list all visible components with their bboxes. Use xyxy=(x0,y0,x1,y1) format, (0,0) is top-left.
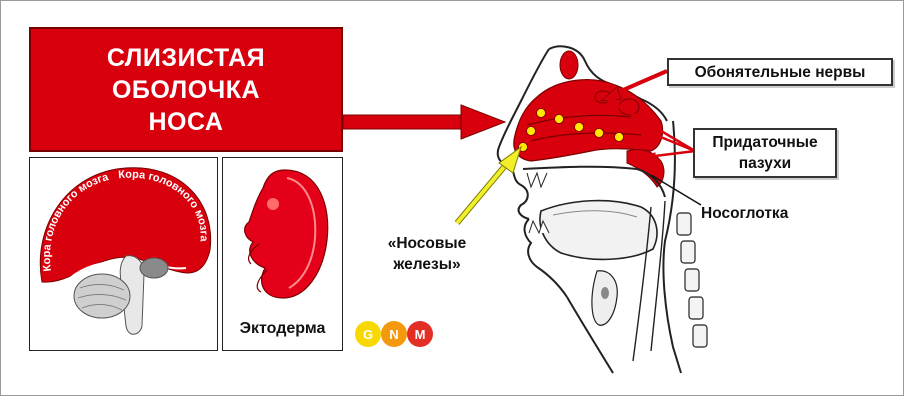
nasal-glands-label-line1: «Носовые xyxy=(371,233,483,254)
logo-letter-n: N xyxy=(389,327,398,342)
title-box: СЛИЗИСТАЯ ОБОЛОЧКА НОСА xyxy=(29,27,343,152)
sinuses-label-line2: пазухи xyxy=(739,153,791,174)
cerebellum-shape xyxy=(74,274,130,318)
nasal-gland-dots xyxy=(519,109,624,152)
title-line-2: ОБОЛОЧКА xyxy=(112,74,260,106)
nasopharynx-label: Носоглотка xyxy=(701,203,831,224)
palate xyxy=(523,167,665,197)
yellow-arrow xyxy=(457,147,521,223)
head-outline xyxy=(498,46,681,373)
logo-letter-g: G xyxy=(363,327,373,342)
embryo-panel: Эктодерма xyxy=(222,157,343,351)
title-line-3: НОСА xyxy=(149,106,224,138)
main-red-arrow xyxy=(343,105,505,139)
sinuses-label-line1: Придаточные xyxy=(712,132,817,153)
gnm-logo: G N M xyxy=(353,319,439,349)
title-line-1: СЛИЗИСТАЯ xyxy=(107,42,265,74)
nasopharynx-mucosa xyxy=(627,149,664,187)
olfactory-nerves-label: Обонятельные нервы xyxy=(667,58,893,86)
brain-panel: Кора головного мозга Кора головного мозг… xyxy=(29,157,218,351)
sinuses-label: Придаточные пазухи xyxy=(693,128,837,178)
nasal-mucosa xyxy=(514,80,663,161)
embryo-illustration xyxy=(223,158,342,308)
nasopharynx-pointer xyxy=(651,175,701,205)
tongue xyxy=(540,201,657,260)
nasal-glands-label-line2: железы» xyxy=(371,254,483,275)
embryo-label: Эктодерма xyxy=(223,318,342,339)
vertebrae xyxy=(677,213,707,347)
logo-letter-m: M xyxy=(415,327,426,342)
nasal-glands-label: «Носовые железы» xyxy=(371,233,483,275)
brain-illustration: Кора головного мозга Кора головного мозг… xyxy=(30,158,217,350)
